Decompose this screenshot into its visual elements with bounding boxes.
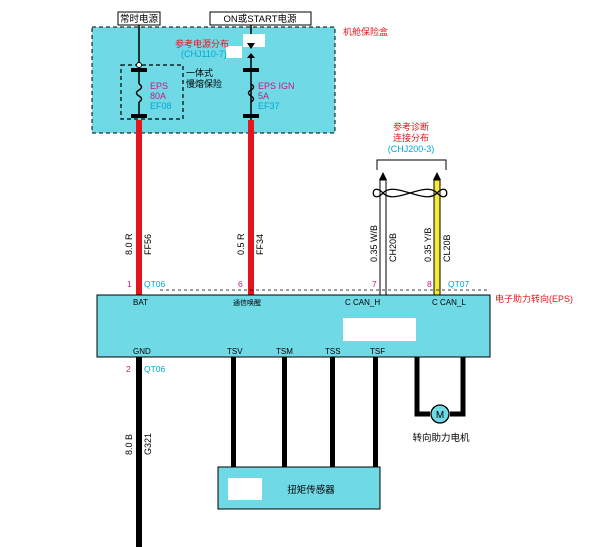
pin-can-l-label: C CAN_L: [432, 298, 466, 307]
masked-area: [243, 34, 265, 47]
fuse-right-rating: 5A: [258, 91, 269, 101]
masked-area: [226, 46, 242, 58]
fuse-block-note-1: 一体式: [186, 67, 213, 78]
fuse-box-label: 机舱保险盒: [343, 26, 388, 37]
fuse-terminal: [243, 114, 259, 118]
masked-area: [343, 318, 416, 341]
pin-1: 1: [127, 279, 132, 289]
pin-8: 8: [427, 279, 432, 289]
assist-motor-label: 转向助力电机: [412, 432, 470, 444]
wire-g321: [136, 357, 142, 547]
on-start-power-box: [209, 11, 312, 26]
motor-symbol: M: [436, 410, 444, 421]
wire-ff34-circuit: FF34: [255, 234, 265, 255]
connector-qt06-top: QT06: [144, 279, 166, 289]
pin-tsm-label: TSM: [276, 347, 293, 356]
wire-ff34-size: 0.5 R: [236, 233, 246, 255]
wire-ff56: [136, 120, 142, 295]
fuse-terminal: [131, 68, 147, 72]
pin-ign-label: 通信唤醒: [233, 298, 261, 307]
ref-bracket: [376, 159, 447, 170]
arrow-icon: [247, 53, 255, 58]
arrow-icon: [247, 43, 255, 49]
wire-cl20b-size: 0.35 Y/B: [423, 228, 433, 262]
wire-g321-circuit: G321: [143, 433, 153, 455]
wire-g321-size: 8.0 B: [124, 434, 134, 455]
fuse-right-code: EF37: [258, 101, 280, 111]
wire-ch20b-size: 0.35 W/B: [369, 225, 379, 262]
fuse-icon: [247, 83, 255, 103]
pin-gnd-label: GND: [133, 347, 151, 356]
connector-qt07: QT07: [448, 279, 470, 289]
wire-cl20b-circuit: CL20B: [442, 234, 452, 262]
pin-7: 7: [372, 279, 377, 289]
pin-6: 6: [238, 279, 243, 289]
diag-ref-2: 连接分布: [393, 132, 429, 143]
wire-ch20b: [379, 179, 387, 296]
pin-tsf-label: TSF: [370, 347, 385, 356]
pin-tss-label: TSS: [325, 347, 341, 356]
twisted-pair: [382, 188, 438, 198]
power-dist-ref: 参考电源分布: [175, 38, 229, 49]
wire-ff34: [248, 120, 254, 295]
torque-sensor-label: 扭矩传感器: [287, 484, 335, 496]
fuse-terminal: [243, 68, 259, 72]
fuse-icon: [135, 83, 143, 103]
arrow-up-icon: [379, 172, 387, 180]
fuse-block-note-2: 慢熔保险: [186, 78, 222, 89]
wire-tsv: [231, 357, 236, 467]
pin-tsv-label: TSV: [227, 347, 243, 356]
connector-qt06-bottom: QT06: [144, 364, 166, 374]
diag-ref-1: 参考诊断: [393, 121, 429, 132]
pin-2: 2: [126, 364, 131, 374]
wire-tsf: [373, 357, 378, 467]
motor-icon: [430, 404, 450, 424]
eps-module: [96, 294, 491, 358]
integrated-fuse-block: [120, 64, 184, 120]
splice-point: [136, 62, 142, 68]
wire-tsm: [282, 357, 287, 467]
pin-can-h-label: C CAN_H: [345, 298, 380, 307]
wire-ff56-circuit: FF56: [143, 234, 153, 255]
fuse-left-rating: 80A: [150, 91, 166, 101]
masked-area: [228, 478, 262, 500]
fuse-left-name: EPS: [150, 81, 168, 91]
wire-tss: [330, 357, 335, 467]
fuse-terminal: [131, 114, 147, 118]
fuse-right-name: EPS IGN: [258, 81, 295, 91]
wire-cl20b: [433, 179, 441, 296]
arrow-up-icon: [433, 172, 441, 180]
wire-ch20b-circuit: CH20B: [388, 233, 398, 262]
constant-power-label: 常时电源: [120, 13, 159, 25]
on-start-power-label: ON或START电源: [223, 13, 297, 25]
diag-ref-code: (CHJ200-3): [388, 144, 435, 154]
wire-motor-b: [450, 357, 466, 417]
eps-module-label: 电子助力转向(EPS): [495, 293, 573, 304]
pin-bat-label: BAT: [133, 298, 148, 307]
fuse-left-code: EF08: [150, 101, 172, 111]
wire-motor-a: [414, 357, 430, 417]
wire-ff56-size: 8.0 R: [124, 233, 134, 255]
power-dist-code: (CHJ110-7): [181, 49, 227, 59]
